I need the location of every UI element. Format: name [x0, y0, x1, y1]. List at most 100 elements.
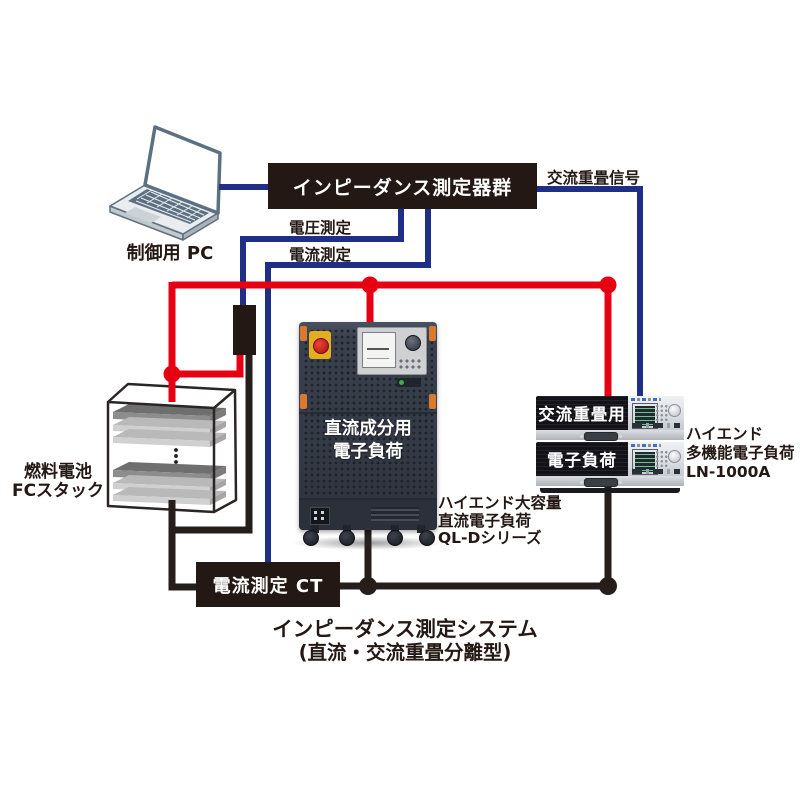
- caster-wheel: [303, 530, 319, 546]
- title-line1: インピーダンス測定システム: [272, 617, 538, 641]
- front-label-line1: 直流成分用: [324, 419, 412, 439]
- ac-load-caption: ハイエンド 多機能電子負荷 LN-1000A: [686, 425, 795, 482]
- junction-dot: [599, 276, 617, 294]
- caster-wheel: [339, 530, 355, 546]
- voltage-measure-label: 電圧測定: [289, 219, 352, 237]
- unit-bottom-label: 電子負荷: [547, 451, 617, 470]
- ac-load-caption-line2: 多機能電子負荷: [686, 444, 795, 462]
- brand-logo: [631, 444, 661, 447]
- laptop-icon: [109, 125, 222, 241]
- wire-ac-superimpose-signal: [536, 186, 643, 400]
- instrument-shadow: [291, 536, 445, 550]
- screen-trace: [367, 341, 389, 350]
- impedance-group-label: インピーダンス測定器群: [292, 176, 513, 199]
- unit-control-panel: [628, 442, 684, 476]
- ac-load-unit-top: 交流重畳用: [536, 396, 684, 441]
- dc-load-front-label: 直流成分用 電子負荷: [299, 418, 437, 464]
- instrument-base: [540, 488, 680, 493]
- caster-leg: [343, 525, 351, 533]
- logo-mark: [399, 380, 404, 385]
- unit-control-panel: [628, 396, 684, 430]
- fuel-cell-stack-label: 燃料電池 FCスタック: [6, 463, 110, 501]
- panel-buttons: [398, 358, 422, 370]
- orange-corner-accent: [429, 394, 436, 409]
- current-measurement-ct-box: 電流測定 CT: [196, 562, 340, 607]
- inlet-pin: [314, 517, 317, 520]
- fuel-cell-stack-illustration: [106, 382, 238, 514]
- emergency-stop-button: [309, 331, 331, 359]
- brand-logo: [631, 398, 661, 401]
- dc-electronic-load-instrument: 直流成分用 電子負荷: [291, 322, 445, 550]
- panel-buttons: [655, 450, 668, 468]
- dc-load-cabinet: 直流成分用 電子負荷: [299, 322, 437, 530]
- dc-load-caption-line2: 直流電子負荷: [438, 511, 532, 530]
- power-inlet: [310, 507, 330, 525]
- dc-load-caption-line3: QL-Dシリーズ: [438, 529, 542, 547]
- connector-screw: [619, 434, 622, 438]
- panel-seam: [299, 498, 437, 500]
- orange-corner-accent: [300, 326, 307, 341]
- diagram-title: インピーダンス測定システム (直流・交流重畳分離型): [105, 617, 705, 665]
- fuel-cell-label-line2: FCスタック: [11, 481, 105, 501]
- display-screen: [362, 332, 396, 368]
- vent-slots: [371, 507, 419, 521]
- emergency-stop-red-cap: [313, 338, 329, 354]
- lower-button-row: [632, 469, 680, 474]
- screen-trace: [367, 352, 389, 359]
- fuel-cell-label-line1: 燃料電池: [24, 462, 92, 482]
- caster-wheel: [387, 530, 403, 546]
- unit-bottom-strip: [536, 476, 684, 487]
- unit-front-panel: 電子負荷: [536, 442, 628, 476]
- lower-button-row: [632, 423, 680, 428]
- junction-dot: [599, 577, 617, 595]
- blue-signal-wires: [219, 184, 643, 566]
- connector-screw: [580, 480, 583, 484]
- dsub-connector: [580, 477, 622, 487]
- ac-load-caption-line1: ハイエンド: [686, 425, 764, 443]
- voltage-probe-connector: [233, 305, 256, 355]
- panel-seam: [299, 412, 437, 414]
- title-line2: (直流・交流重畳分離型): [298, 641, 512, 664]
- black-junction-dots: [359, 577, 617, 595]
- black-current-wires: [168, 352, 612, 591]
- junction-dot: [361, 276, 379, 294]
- inlet-pin: [321, 511, 324, 514]
- wire-stack-to-ct: [168, 500, 198, 591]
- rotary-knob: [668, 450, 681, 463]
- wire-current-measure: [265, 207, 431, 566]
- ac-load-caption-line3: LN-1000A: [686, 463, 771, 481]
- panel-buttons: [655, 404, 668, 422]
- unit-top-label: 交流重畳用: [538, 405, 626, 424]
- orange-corner-accent: [300, 394, 307, 409]
- inlet-pin: [321, 517, 324, 520]
- junction-dot: [359, 577, 377, 595]
- unit-front-panel: 交流重畳用: [536, 396, 628, 430]
- control-panel: [357, 327, 427, 375]
- connector-screw: [619, 480, 622, 484]
- impedance-instrument-group-box: インピーダンス測定器群: [268, 163, 537, 209]
- unit-bottom-strip: [536, 430, 684, 441]
- junction-dot: [163, 365, 181, 383]
- display-screen: [632, 449, 658, 475]
- caster-leg: [417, 525, 425, 533]
- red-junction-dots: [163, 276, 617, 383]
- connector-screw: [580, 434, 583, 438]
- wire-probe-sense: [172, 352, 253, 534]
- front-label-line2: 電子負荷: [333, 442, 403, 462]
- rotary-knob: [405, 335, 421, 351]
- wire-stack-to-probe: [172, 352, 244, 378]
- current-measure-label: 電流測定: [289, 246, 352, 264]
- lower-band: [299, 500, 437, 530]
- brand-logo: [397, 378, 421, 387]
- rotary-knob: [668, 404, 681, 417]
- dc-load-caption: ハイエンド大容量 直流電子負荷 QL-Dシリーズ: [438, 494, 562, 548]
- ac-electronic-load-instrument: 交流重畳用 電子負荷: [536, 396, 684, 493]
- inlet-pin: [314, 511, 317, 514]
- wire-voltage-measure: [240, 207, 404, 310]
- dsub-connector: [580, 431, 622, 441]
- ac-superimpose-signal-label: 交流重畳信号: [547, 169, 641, 187]
- dc-load-caption-line1: ハイエンド大容量: [438, 494, 562, 512]
- caster-leg: [311, 525, 319, 533]
